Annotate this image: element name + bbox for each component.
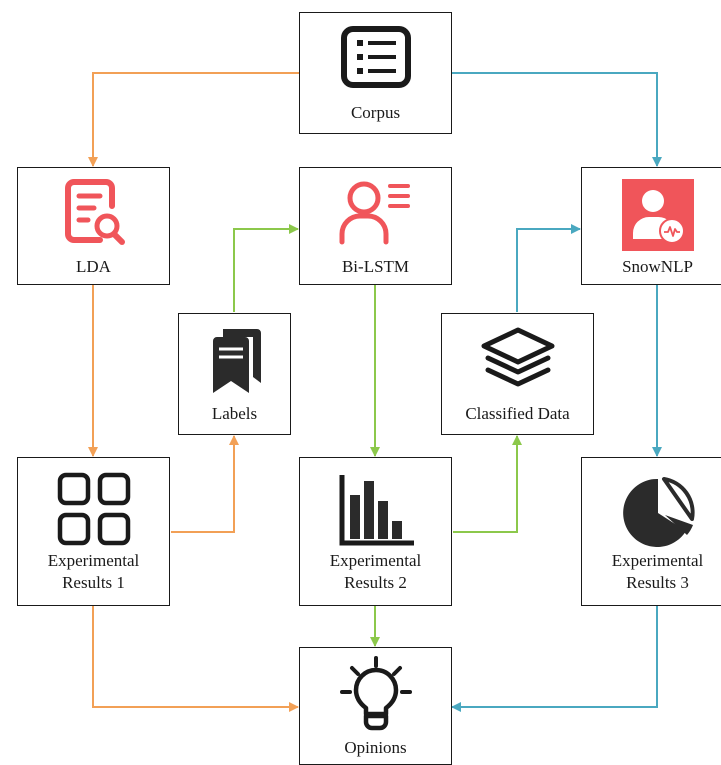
lightbulb-icon [339,656,412,731]
user-pulse-icon [621,179,694,251]
arrow-corpus-to-lda [88,72,299,167]
user-list-icon [339,181,410,245]
document-search-icon [64,179,125,245]
corpus-label: Corpus [350,103,401,122]
opinions-label: Opinions [344,738,407,757]
bilstm-label: Bi-LSTM [341,257,410,276]
arrow-results3-to-opinions [451,606,658,712]
arrow-results2-to-classified [453,435,522,533]
list-document-icon [340,26,411,88]
results3-node: Experimental Results 3 [581,457,721,606]
arrow-labels-to-bilstm [233,224,299,312]
snownlp-node: SnowNLP [581,167,721,285]
grid-squares-icon [57,472,130,546]
arrow-classified-to-snownlp [516,224,581,312]
corpus-node: Corpus [299,12,452,134]
results2-node: Experimental Results 2 [299,457,452,606]
lda-node: LDA [17,167,170,285]
results2-label: Experimental Results 2 [329,551,422,592]
results3-label: Experimental Results 3 [611,551,704,592]
opinions-node: Opinions [299,647,452,765]
arrow-results1-to-labels [171,435,239,533]
labels-node: Labels [178,313,291,435]
bar-chart-icon [339,475,414,546]
labels-label: Labels [211,404,258,423]
results1-node: Experimental Results 1 [17,457,170,606]
classified-node: Classified Data [441,313,594,435]
bilstm-node: Bi-LSTM [299,167,452,285]
results1-label: Experimental Results 1 [47,551,140,592]
layers-icon [481,327,554,387]
classified-label: Classified Data [465,404,570,423]
arrow-corpus-to-snownlp [452,72,662,167]
snownlp-label: SnowNLP [622,257,693,276]
pie-chart-icon [622,477,695,547]
arrow-results1-to-opinions [92,606,299,712]
lda-label: LDA [76,257,111,276]
bookmarks-icon [212,329,261,393]
